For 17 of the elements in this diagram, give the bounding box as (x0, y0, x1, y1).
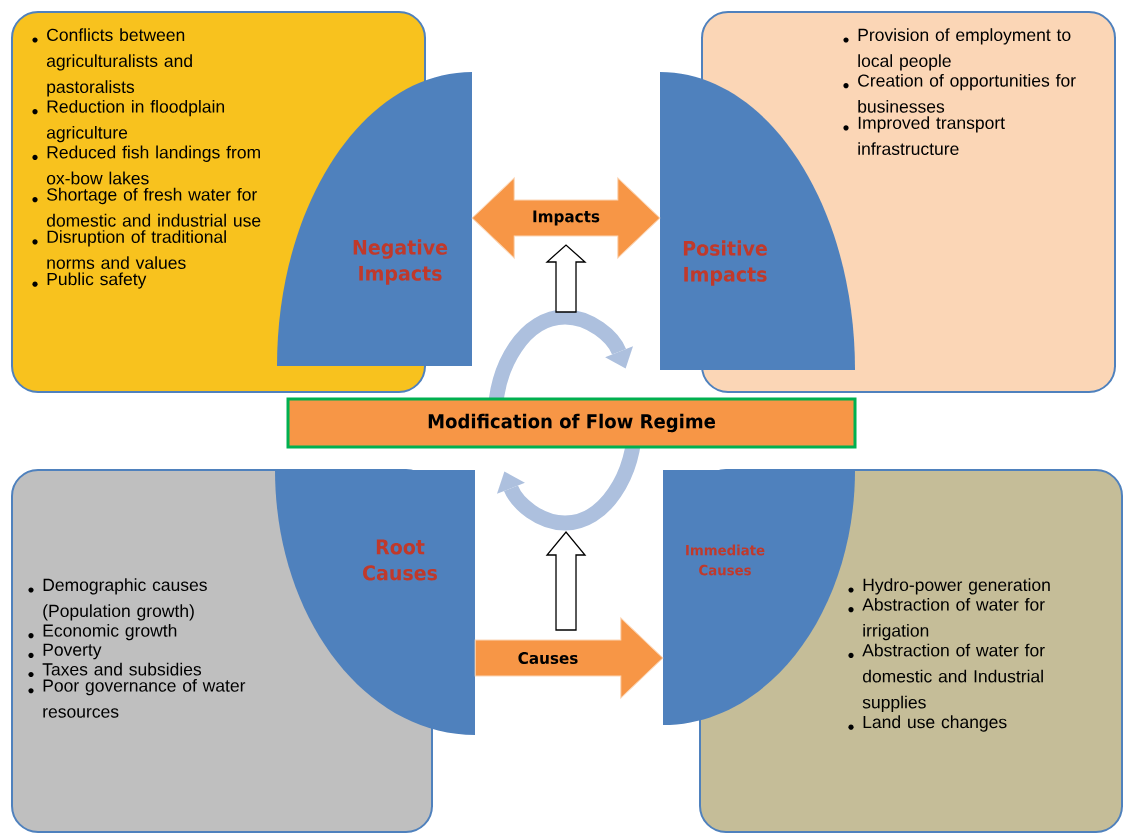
bullet-item: Reduction in floodplain agriculture (32, 99, 224, 143)
block-arrow (471, 177, 661, 259)
bullet-item: Poverty (28, 643, 102, 660)
edge-label: Impacts (533, 210, 600, 226)
bullet-item: Economic growth (28, 623, 177, 641)
process-box: Modification of Flow Regime (286, 397, 857, 449)
bullet-item: Disruption of traditional norms and values (32, 230, 226, 269)
bullet-item: Conflicts between agriculturalists and pastoralists (32, 28, 192, 97)
bullet-item: Shortage of fresh water for domestic and industrial use (32, 187, 261, 227)
bullet-item: Poor governance of water resources (28, 678, 246, 718)
bullet-item: Taxes and subsidies (28, 662, 202, 678)
bullet-item: Provision of employment to local people (843, 28, 1071, 71)
block-arrow (474, 617, 664, 699)
bullet-item: Reduced fish landings from ox-bow lakes (32, 145, 260, 185)
edge-label: Causes (518, 651, 578, 665)
bullet-item: Demographic causes (Population growth) (28, 578, 207, 621)
bullet-item: Public safety (32, 272, 147, 289)
